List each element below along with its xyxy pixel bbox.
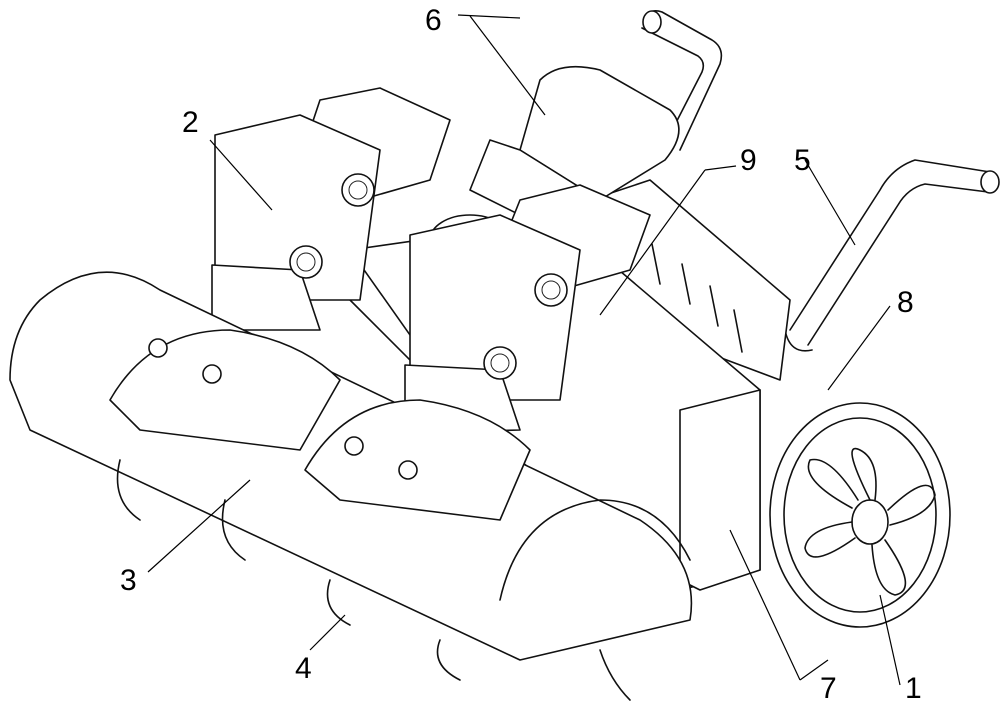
label-3: 3	[120, 564, 137, 597]
wheel	[769, 402, 951, 628]
label-9: 9	[740, 144, 757, 177]
clamp-bracket-right	[404, 184, 651, 433]
label-2: 2	[182, 106, 199, 139]
rear-handle	[641, 10, 723, 151]
label-6: 6	[425, 4, 442, 37]
side-handle	[784, 159, 1000, 352]
label-5: 5	[794, 144, 811, 177]
label-4: 4	[295, 652, 312, 685]
label-1: 1	[905, 672, 922, 705]
tiller-tines	[116, 459, 631, 701]
clamp-bracket-left	[211, 87, 451, 331]
tiller-cover	[9, 271, 693, 661]
label-7: 7	[820, 672, 837, 705]
label-8: 8	[897, 286, 914, 319]
leader-lines	[147, 14, 901, 686]
